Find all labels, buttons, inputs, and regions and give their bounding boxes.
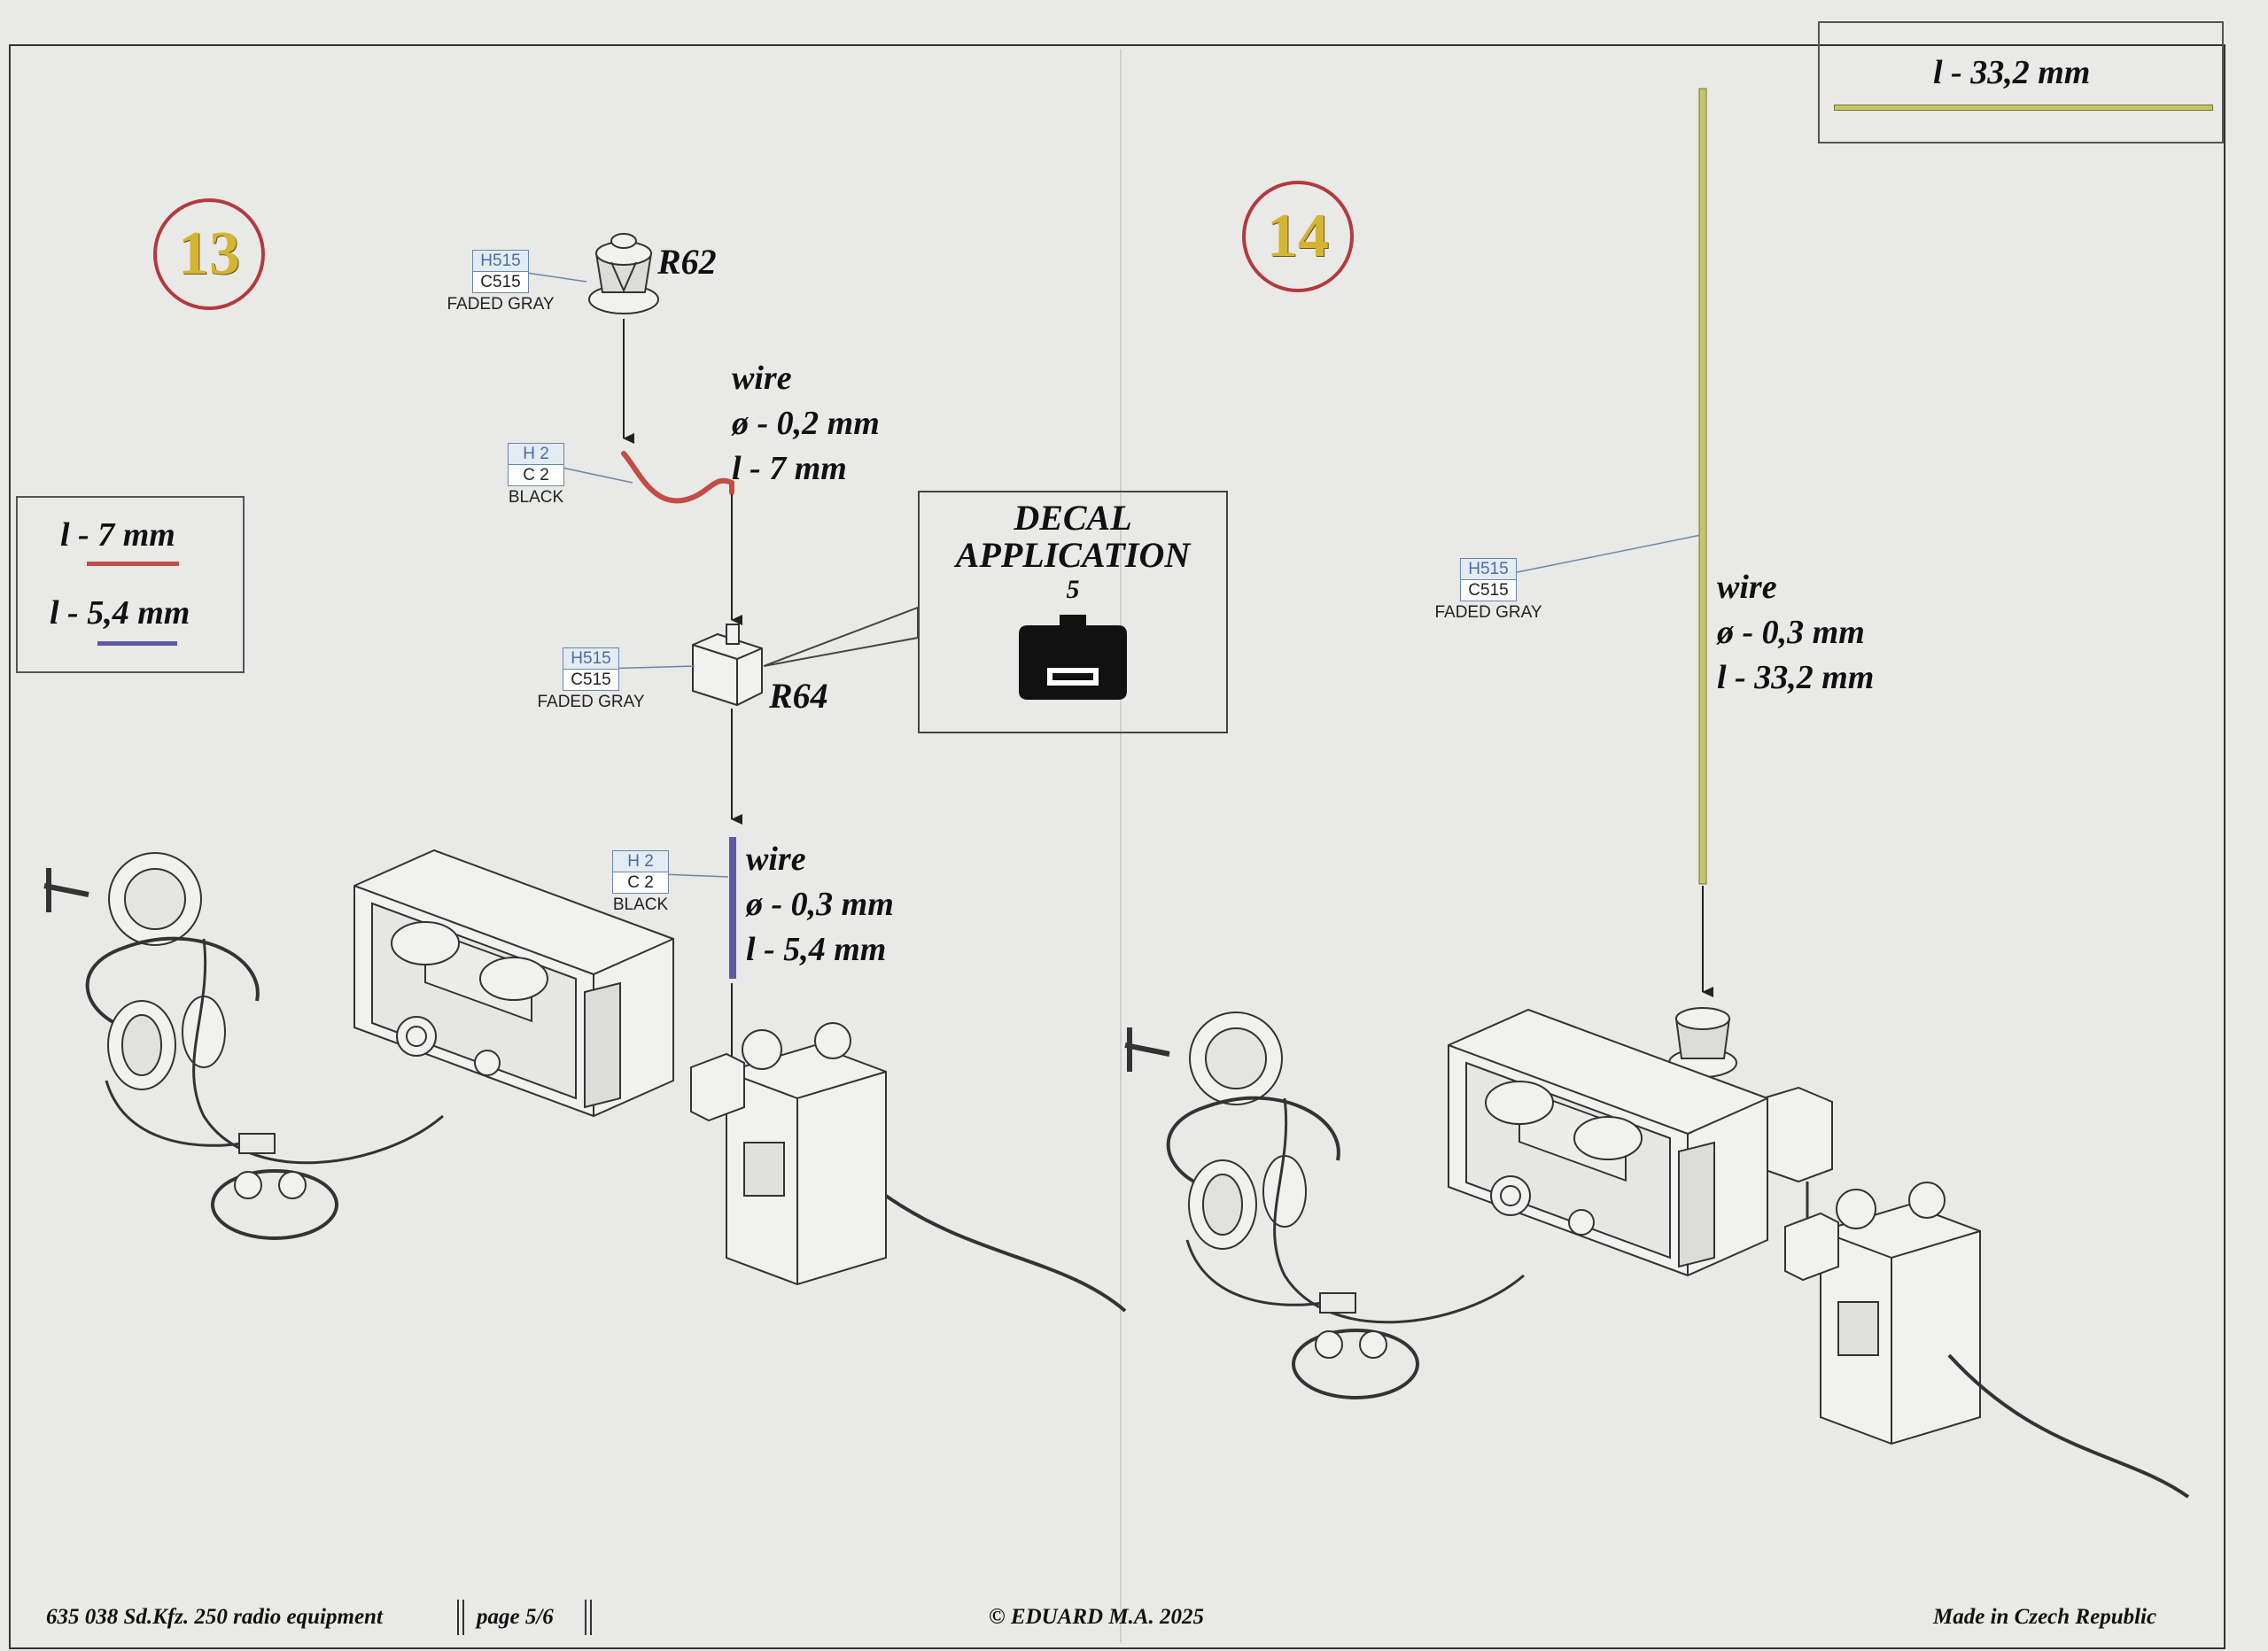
footer-origin: Made in Czech Republic [1933,1605,2157,1629]
legend-line-purple [97,641,177,646]
page-fold [1120,49,1122,1643]
decal-title: DECAL APPLICATION [955,498,1191,575]
wire-b-paint-code: H 2 C 2 BLACK [612,850,669,914]
wire-olive [1698,88,1707,885]
wire-b-specs: wire ø - 0,3 mm l - 5,4 mm [746,841,894,968]
legend-item-5-4mm: l - 5,4 mm [50,594,190,632]
footer-kit-name: 635 038 Sd.Kfz. 250 radio equipment [46,1605,383,1629]
legend-item-33-2mm: l - 33,2 mm [1933,54,2091,91]
step-14-number: 14 [1242,181,1354,292]
footer-divider [585,1600,586,1635]
step-13-number: 13 [153,198,265,310]
legend-line-olive [1834,105,2213,111]
decal-application-box: DECAL APPLICATION 5 [918,491,1228,733]
footer-divider [457,1600,459,1635]
footer-copyright: © EDUARD M.A. 2025 [989,1605,1205,1629]
paint-code-hobby: H515 [472,250,529,272]
r64-part [692,624,763,707]
wire-length-legend-14: l - 33,2 mm [1818,21,2224,143]
wire-a-paint-code: H 2 C 2 BLACK [508,443,564,507]
page-footer: 635 038 Sd.Kfz. 250 radio equipment page… [34,1594,2222,1639]
paint-code-acrylic: C515 [472,272,529,293]
r64-paint-code: H515 C515 FADED GRAY [537,647,645,711]
wire-red [621,451,734,504]
paint-color-name: FADED GRAY [447,295,555,314]
r64-label: R64 [769,676,828,716]
page-frame [9,44,2225,1649]
wire-14-paint-code: H515 C515 FADED GRAY [1434,558,1542,622]
wire-a-specs: wire ø - 0,2 mm l - 7 mm [732,360,880,487]
r62-part [588,233,659,314]
legend-line-red [87,562,179,566]
r62-paint-code: H515 C515 FADED GRAY [434,250,567,313]
decal-icon [1019,615,1127,700]
wire-purple [729,837,736,979]
r62-label: R62 [657,242,717,282]
wire-length-legend: l - 7 mm l - 5,4 mm [16,496,245,673]
decal-number: 5 [1066,575,1080,604]
legend-item-7mm: l - 7 mm [60,516,175,554]
footer-divider [590,1600,592,1635]
wire-14-specs: wire ø - 0,3 mm l - 33,2 mm [1717,569,1875,696]
footer-page-number: page 5/6 [477,1605,554,1629]
footer-divider [462,1600,464,1635]
